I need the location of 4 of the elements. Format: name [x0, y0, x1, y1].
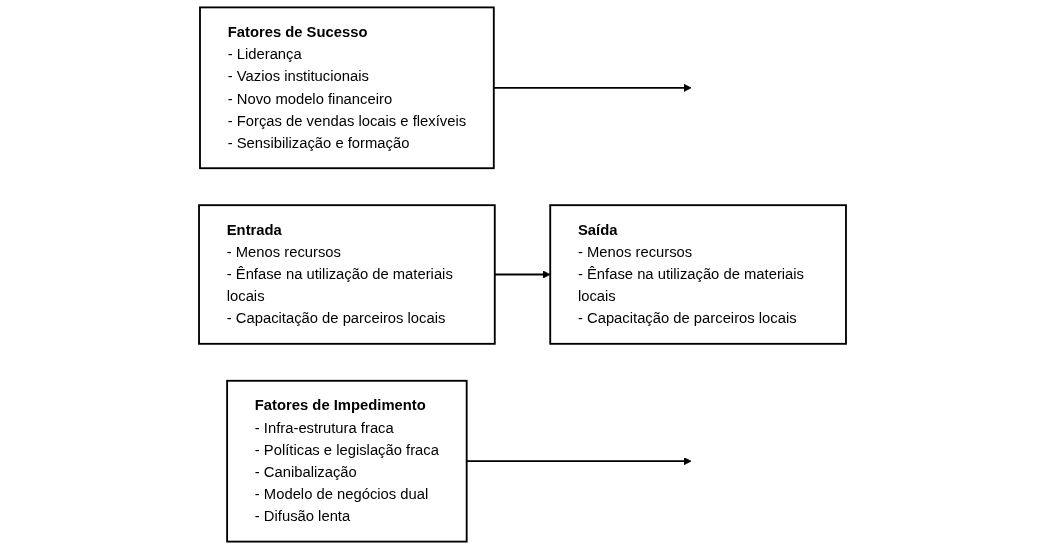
- node-box: Fatores de Impedimento - Infra-estrutura fraca - Políticas e legislação fraca - Canibalização - Modelo de negócios dual - Difusão lenta: [226, 379, 468, 543]
- node-box: Saída - Menos recursos - Ênfase na utilização de materiais locais - Capacitação de parceiros locais: [549, 204, 847, 345]
- node-box: Fatores de Sucesso - Liderança - Vazios institucionais - Novo modelo financeiro - Forças de vendas locais e flexíveis - Sensibilização e formação: [199, 6, 495, 170]
- node-box: Entrada - Menos recursos - Ênfase na utilização de materiais locais - Capacitação de parceiros locais: [198, 204, 496, 345]
